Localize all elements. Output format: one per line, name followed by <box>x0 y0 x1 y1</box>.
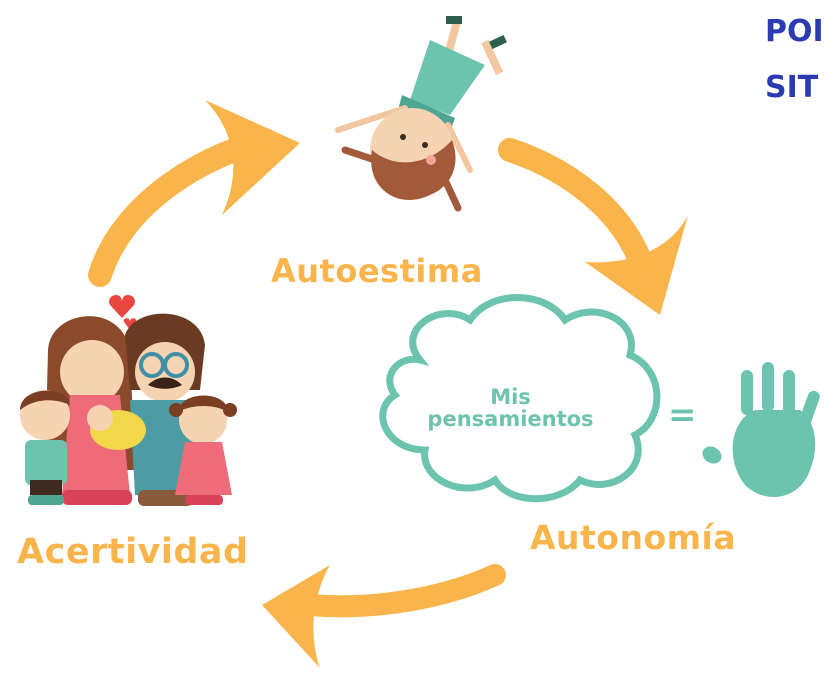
cycle-arrow-icon <box>88 100 300 287</box>
heading-line-2: SIT <box>765 70 819 105</box>
cycle-arrow-icon <box>498 138 688 315</box>
thought-cloud-icon <box>379 294 661 503</box>
heading-line-1: POI <box>765 14 824 49</box>
equals-sign: = <box>668 395 697 435</box>
cloud-text: Mis pensamientos <box>398 386 623 430</box>
cloud-text-line-2: pensamientos <box>427 407 594 431</box>
hand-print-icon <box>702 362 820 497</box>
cycle-arrow-icon <box>262 564 506 668</box>
cloud-text-line-1: Mis <box>490 385 531 409</box>
family-icon <box>20 294 237 506</box>
label-autoestima: Autoestima <box>271 252 483 290</box>
girl-upside-down-icon <box>335 16 507 212</box>
label-acertividad: Acertividad <box>17 532 249 572</box>
label-autonomia: Autonomía <box>530 518 737 557</box>
